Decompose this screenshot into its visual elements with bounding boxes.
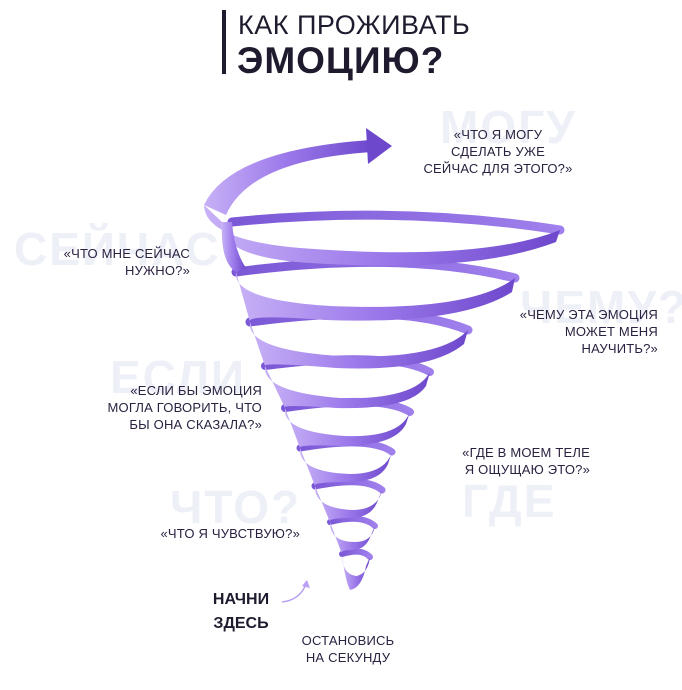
question-if-emotion-could-speak: «ЕСЛИ БЫ ЭМОЦИЯ МОГЛА ГОВОРИТЬ, ЧТО БЫ О…: [107, 383, 262, 432]
ghost-word-right: ЧЕМУ?: [520, 281, 682, 333]
question-what-do-i-feel: «ЧТО Я ЧУВСТВУЮ?»: [160, 526, 300, 541]
start-pointer-arrow-icon: [302, 580, 310, 588]
question-what-can-i-do: «ЧТО Я МОГУ СДЕЛАТЬ УЖЕ СЕЙЧАС ДЛЯ ЭТОГО…: [423, 127, 573, 176]
question-what-can-it-teach: «ЧЕМУ ЭТА ЭМОЦИЯ МОЖЕТ МЕНЯ НАУЧИТЬ?»: [519, 307, 658, 356]
question-where-in-body: «ГДЕ В МОЕМ ТЕЛЕ Я ОЩУЩАЮ ЭТО?»: [462, 445, 590, 477]
ghost-word-mid-right: ГДЕ: [462, 475, 557, 527]
ghost-word-bottom: ЧТО?: [170, 481, 302, 533]
title-accent-bar: [222, 10, 226, 74]
page-title-line1: КАК ПРОЖИВАТЬ: [238, 10, 471, 40]
spiral-front-bands: [204, 140, 560, 590]
ghost-word-left: СЕЙЧАС: [14, 223, 221, 275]
question-what-do-i-need: «ЧТО МНЕ СЕЙЧАС НУЖНО?»: [63, 246, 190, 278]
stop-label: ОСТАНОВИСЬ НА СЕКУНДУ: [301, 633, 395, 665]
ghost-word-top-right: МОГУ: [440, 101, 577, 153]
start-here-label: НАЧНИ ЗДЕСЬ: [212, 591, 270, 632]
ghost-word-mid-left: ЕСЛИ: [110, 351, 247, 403]
page-title-line2: ЭМОЦИЮ?: [237, 40, 445, 81]
spiral-arrow-head-icon: [366, 128, 392, 164]
spiral-back-arcs: [227, 210, 565, 560]
